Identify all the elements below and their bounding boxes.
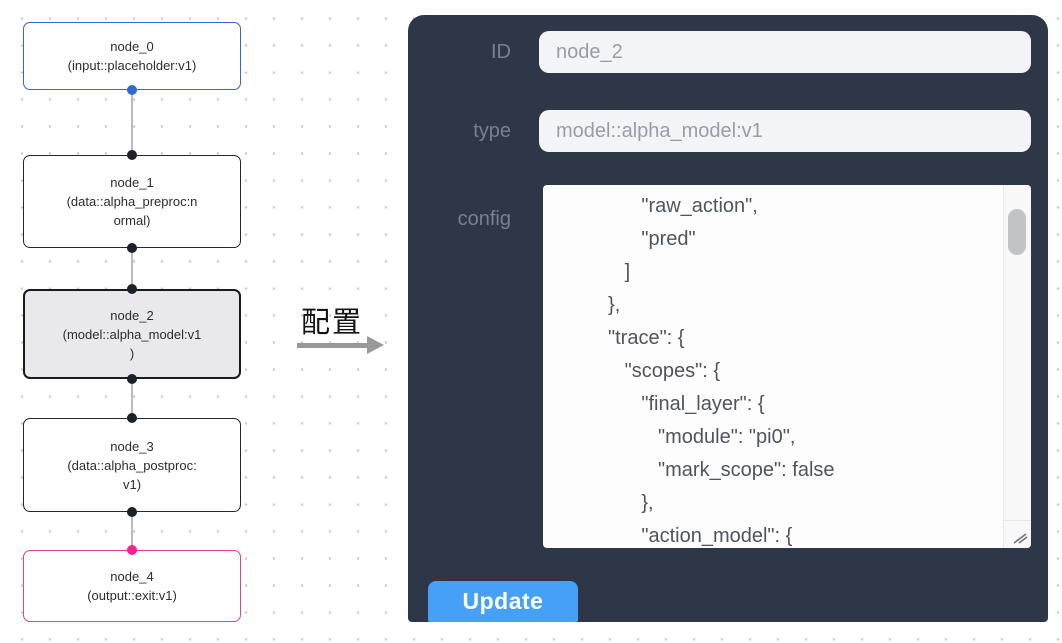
right-arrow-icon — [297, 335, 387, 355]
graph-node-node_1[interactable]: node_1 (data::alpha_preproc:n ormal) — [23, 155, 241, 248]
port-node_3-out[interactable] — [127, 507, 137, 517]
config-scrollbar-track[interactable] — [1003, 185, 1031, 520]
config-annotation-label: 配置 — [300, 307, 363, 339]
id-field-label: ID — [491, 41, 511, 63]
node-type-label: (output::exit:v1) — [87, 588, 177, 603]
config-textarea[interactable]: "raw_action", "pred" ] }, "trace": { "sc… — [543, 185, 1031, 548]
port-node_1-out[interactable] — [127, 243, 137, 253]
edge-node_0-node_1 — [131, 90, 133, 155]
id-input[interactable] — [539, 31, 1031, 73]
graph-node-node_0[interactable]: node_0 (input::placeholder:v1) — [23, 22, 241, 90]
port-node_2-in[interactable] — [127, 284, 137, 294]
node-type-label: ) — [129, 345, 135, 361]
node-type-label: v1) — [122, 476, 142, 492]
port-node_4-in[interactable] — [127, 545, 137, 555]
type-field-label: type — [473, 120, 511, 142]
graph-node-node_4[interactable]: node_4 (output::exit:v1) — [23, 550, 241, 622]
config-field-label: config — [457, 208, 511, 230]
scrollbar-corner — [1003, 520, 1031, 548]
config-scrollbar-thumb[interactable] — [1008, 209, 1026, 255]
node-type-label: (input::placeholder:v1) — [67, 58, 197, 73]
graph-node-node_3[interactable]: node_3 (data::alpha_postproc: v1) — [23, 418, 241, 512]
node-type-label: (model::alpha_model:v1 — [62, 326, 202, 342]
update-button[interactable]: Update — [428, 581, 578, 622]
port-node_0-out[interactable] — [127, 85, 137, 95]
node-type-label: (data::alpha_postproc: — [67, 457, 197, 473]
graph-node-node_2-selected[interactable]: node_2 (model::alpha_model:v1 ) — [23, 289, 241, 379]
edge-node_3-node_4 — [131, 512, 133, 550]
node-type-label: ormal) — [113, 213, 151, 228]
edge-node_1-node_2 — [131, 248, 133, 289]
config-json-text: "raw_action", "pred" ] }, "trace": { "sc… — [608, 195, 835, 547]
port-node_3-in[interactable] — [127, 413, 137, 423]
port-node_1-in[interactable] — [127, 150, 137, 160]
type-input[interactable] — [539, 110, 1031, 152]
edge-node_2-node_3 — [131, 379, 133, 418]
node-title: node_1 — [110, 175, 154, 190]
node-title: node_3 — [110, 438, 154, 454]
node-title: node_2 — [110, 307, 154, 323]
node-type-label: (data::alpha_preproc:n — [66, 194, 198, 209]
node-config-panel: ID type config "raw_action", "pred" ] },… — [408, 15, 1048, 622]
port-node_2-out[interactable] — [127, 374, 137, 384]
node-title: node_0 — [110, 39, 154, 54]
resize-handle-icon[interactable] — [1012, 530, 1028, 544]
node-title: node_4 — [110, 569, 154, 584]
